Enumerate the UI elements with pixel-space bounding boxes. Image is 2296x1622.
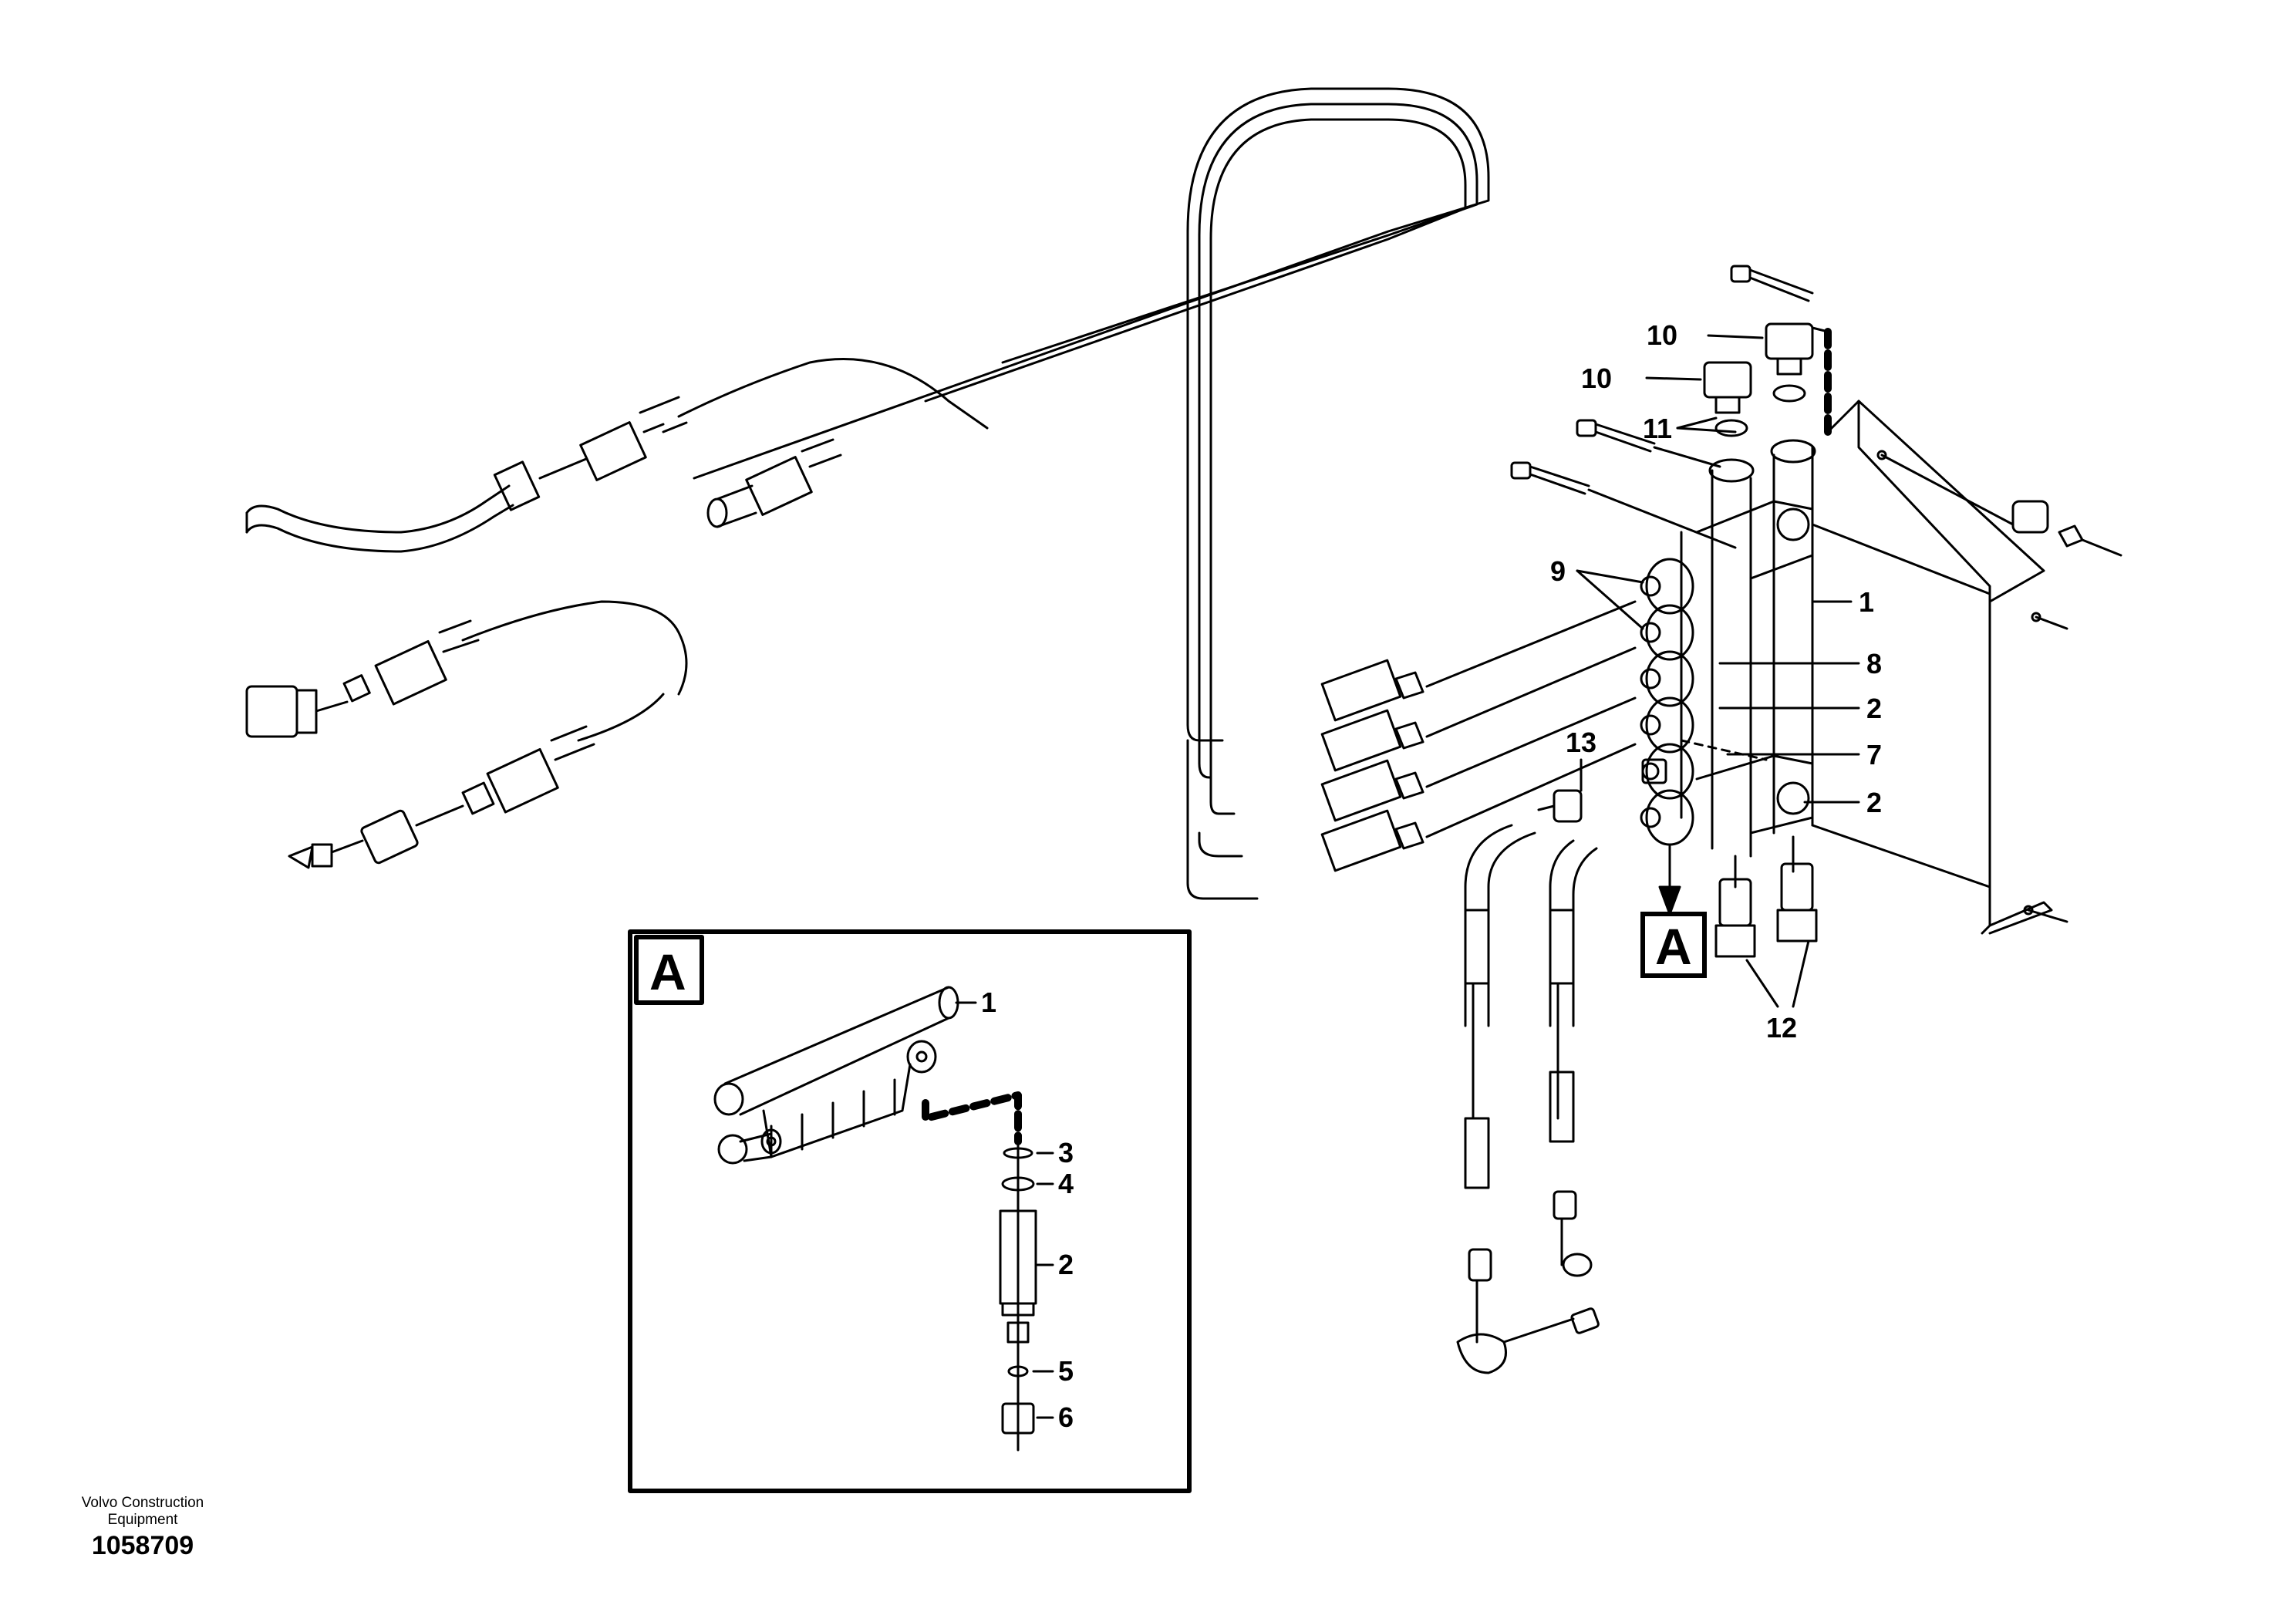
lower-hoses xyxy=(1456,824,1600,1374)
callout-11: 11 xyxy=(1643,413,1672,444)
callout-9: 9 xyxy=(1550,555,1566,587)
view-a-arrow xyxy=(1658,843,1681,916)
detail-callout-1: 1 xyxy=(981,986,996,1018)
dashed-link-detail xyxy=(922,1091,1022,1145)
plugs-and-seals xyxy=(1703,322,1829,437)
callout-10-upper: 10 xyxy=(1647,319,1677,351)
callout-8: 8 xyxy=(1866,648,1882,679)
brand-line-1: Volvo Construction xyxy=(81,1495,204,1511)
mounting-bolts xyxy=(1510,265,1814,549)
detail-callout-5: 5 xyxy=(1058,1355,1074,1387)
callout-2-lower: 2 xyxy=(1866,787,1882,818)
leader-lines-main xyxy=(1576,334,1860,1008)
detail-a-title: A xyxy=(649,943,686,1000)
manifold-ports xyxy=(1640,558,1694,846)
detail-a-manifold xyxy=(713,986,977,1165)
hose-fittings xyxy=(1320,600,1637,872)
adapter-13 xyxy=(1537,758,1667,823)
hose-assembly-top xyxy=(245,358,989,553)
mounting-bracket xyxy=(1811,400,2122,935)
manifold-block xyxy=(1640,439,1816,889)
callout-1: 1 xyxy=(1859,586,1874,618)
main-view-labels: 10 10 11 9 1 8 2 7 2 13 12 xyxy=(1550,319,1882,1044)
view-a-marker-label: A xyxy=(1655,918,1692,975)
callout-10-lower: 10 xyxy=(1581,363,1612,394)
brand-caption: Volvo Construction Equipment xyxy=(46,1495,239,1529)
detail-callout-2: 2 xyxy=(1058,1249,1074,1280)
detail-a-labels: 1 3 4 2 5 6 xyxy=(981,986,1074,1433)
callout-7: 7 xyxy=(1866,739,1882,771)
nipples xyxy=(1714,862,1818,958)
view-a-marker-box xyxy=(1640,912,1707,978)
detail-a-box xyxy=(628,929,1192,1493)
figure-number: 1058709 xyxy=(91,1531,194,1560)
hose-assembly-second xyxy=(706,438,842,528)
callout-2-upper: 2 xyxy=(1866,693,1882,724)
detail-callout-6: 6 xyxy=(1058,1401,1074,1433)
callout-12: 12 xyxy=(1766,1012,1797,1044)
callout-13: 13 xyxy=(1566,727,1596,758)
brand-line-2: Equipment xyxy=(107,1512,178,1528)
hose-assembly-bottom xyxy=(288,693,665,869)
detail-a-stack xyxy=(999,1140,1054,1452)
hose-loop xyxy=(693,87,1490,900)
detail-callout-3: 3 xyxy=(1058,1137,1074,1168)
hose-assembly-third xyxy=(245,600,688,738)
detail-callout-4: 4 xyxy=(1058,1168,1074,1199)
